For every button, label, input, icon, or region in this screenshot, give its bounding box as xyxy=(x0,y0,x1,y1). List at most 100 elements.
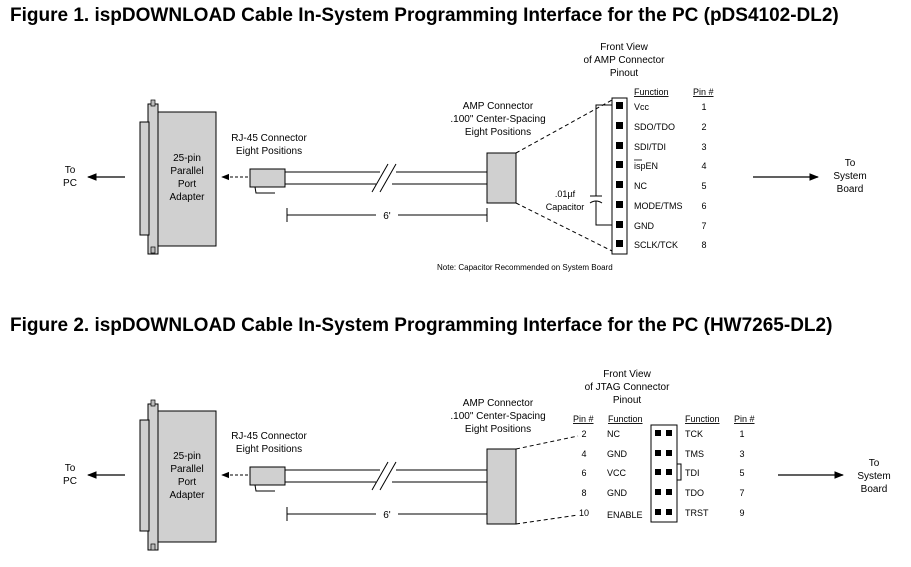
fig1-adapter-label-1: 25-pin xyxy=(173,153,201,164)
fig2-left-fn-4: GND xyxy=(607,488,628,498)
fig1-col-pin: Pin # xyxy=(693,87,714,97)
fig1-amp-connector xyxy=(486,152,517,204)
fig1-to-board-3: Board xyxy=(837,184,864,195)
fig1-pin-1: 1 xyxy=(701,102,706,112)
fig1-rj45-label-2: Eight Positions xyxy=(236,146,302,157)
fig2-cable-length: 6' xyxy=(383,510,391,521)
fig2-left-pin-4: 8 xyxy=(581,488,586,498)
fig1-adapter-label-2: Parallel xyxy=(170,166,203,177)
fig2-cable xyxy=(288,461,487,491)
fig1-pin-squares xyxy=(616,102,623,247)
fig2-col-function-left: Function xyxy=(608,414,643,424)
fig2-adapter-label-2: Parallel xyxy=(170,464,203,475)
fig2-to-pc-label-2: PC xyxy=(63,476,77,487)
fig2-amp-label-3: Eight Positions xyxy=(465,424,531,435)
fig2-right-fn-1: TCK xyxy=(685,429,703,439)
fig1-capacitor-symbol xyxy=(589,104,612,226)
fig2-to-board-3: Board xyxy=(861,484,888,495)
fig2-rj45-label-1: RJ-45 Connector xyxy=(231,431,307,442)
fig1-fn-2: SDO/TDO xyxy=(634,122,675,132)
fig2-right-pin-1: 1 xyxy=(739,429,744,439)
fig2-right-pin-4: 7 xyxy=(739,488,744,498)
fig1-cable-length: 6' xyxy=(383,211,391,222)
fig1-fn-8: SCLK/TCK xyxy=(634,240,678,250)
fig2-amp-connector xyxy=(486,448,517,525)
fig1-amp-label-1: AMP Connector xyxy=(463,101,534,112)
figure-1-title: Figure 1. ispDOWNLOAD Cable In-System Pr… xyxy=(10,5,839,26)
fig2-left-pin-1: 2 xyxy=(581,429,586,439)
fig2-col-function-right: Function xyxy=(685,414,720,424)
fig2-to-pc-label-1: To xyxy=(65,463,76,474)
fig2-col-pin-left: Pin # xyxy=(573,414,594,424)
fig2-front-view-3: Pinout xyxy=(613,395,642,406)
figure-1: To PC 25-pin Parallel Port Adapter RJ-45… xyxy=(63,42,867,272)
fig1-cable-length-dimension: 6' xyxy=(286,208,488,222)
fig2-right-fn-2: TMS xyxy=(685,449,704,459)
fig1-to-board-2: System xyxy=(833,171,866,182)
fig1-front-view-1: Front View xyxy=(600,42,648,53)
fig2-col-pin-right: Pin # xyxy=(734,414,755,424)
fig2-right-fn-5: TRST xyxy=(685,508,709,518)
fig2-adapter-label-4: Adapter xyxy=(169,490,205,501)
fig2-adapter-label-1: 25-pin xyxy=(173,451,201,462)
fig2-cable-length-dimension: 6' xyxy=(286,507,488,521)
fig1-pin-7: 7 xyxy=(701,221,706,231)
fig2-left-pin-3: 6 xyxy=(581,468,586,478)
fig1-amp-label-3: Eight Positions xyxy=(465,127,531,138)
fig2-adapter-label-3: Port xyxy=(178,477,197,488)
fig1-front-view-2: of AMP Connector xyxy=(584,55,666,66)
fig1-adapter-label-4: Adapter xyxy=(169,192,205,203)
fig1-pin-5: 5 xyxy=(701,181,706,191)
fig1-capacitor-label-1: .01µf xyxy=(555,189,576,199)
fig1-projection-bottom xyxy=(515,202,613,252)
fig1-pin-3: 3 xyxy=(701,142,706,152)
fig2-left-pin-2: 4 xyxy=(581,449,586,459)
fig1-fn-3: SDI/TDI xyxy=(634,142,666,152)
figure-2: To PC 25-pin Parallel Port Adapter RJ-45… xyxy=(63,369,891,551)
fig2-projection-bottom xyxy=(515,514,579,525)
fig1-to-pc-label-1: To xyxy=(65,165,76,176)
fig2-front-view-2: of JTAG Connector xyxy=(585,382,671,393)
fig1-pin-6: 6 xyxy=(701,201,706,211)
fig2-rj45-label-2: Eight Positions xyxy=(236,444,302,455)
figure-2-title: Figure 2. ispDOWNLOAD Cable In-System Pr… xyxy=(10,315,833,336)
fig1-pin-4: 4 xyxy=(701,161,706,171)
fig1-fn-7: GND xyxy=(634,221,655,231)
fig1-to-board-1: To xyxy=(845,158,856,169)
fig2-front-view-1: Front View xyxy=(603,369,651,380)
fig2-left-fn-3: VCC xyxy=(607,468,627,478)
fig1-cable xyxy=(288,163,487,193)
fig2-amp-label-1: AMP Connector xyxy=(463,398,534,409)
fig1-col-function: Function xyxy=(634,87,669,97)
fig2-jtag-header xyxy=(650,424,682,523)
fig2-parallel-port-adapter: 25-pin Parallel Port Adapter xyxy=(139,399,217,551)
fig2-to-board-1: To xyxy=(869,458,880,469)
fig1-front-view-3: Pinout xyxy=(610,68,639,79)
fig1-to-pc-label-2: PC xyxy=(63,178,77,189)
fig1-parallel-port-adapter: 25-pin Parallel Port Adapter xyxy=(139,99,217,255)
fig2-left-fn-5: ENABLE xyxy=(607,510,643,520)
fig2-right-fn-3: TDI xyxy=(685,468,700,478)
fig2-to-board-2: System xyxy=(857,471,890,482)
fig1-fn-6: MODE/TMS xyxy=(634,201,683,211)
fig2-right-pin-5: 9 xyxy=(739,508,744,518)
fig2-projection-top xyxy=(515,435,579,450)
fig1-rj45-plug xyxy=(249,168,288,194)
fig1-fn-4: ispEN xyxy=(634,161,658,171)
fig1-fn-1: Vcc xyxy=(634,102,650,112)
fig1-capacitor-label-2: Capacitor xyxy=(546,202,585,212)
fig2-right-pin-2: 3 xyxy=(739,449,744,459)
fig1-pinout-connector xyxy=(611,97,628,255)
fig1-pin-2: 2 xyxy=(701,122,706,132)
fig1-note: Note: Capacitor Recommended on System Bo… xyxy=(437,263,613,272)
fig1-rj45-label-1: RJ-45 Connector xyxy=(231,133,307,144)
fig2-right-fn-4: TDO xyxy=(685,488,704,498)
fig2-left-fn-2: GND xyxy=(607,449,628,459)
fig1-adapter-label-3: Port xyxy=(178,179,197,190)
fig1-amp-label-2: .100" Center-Spacing xyxy=(450,114,545,125)
fig2-left-pin-5: 10 xyxy=(579,508,589,518)
fig1-pin-8: 8 xyxy=(701,240,706,250)
fig2-right-pin-3: 5 xyxy=(739,468,744,478)
fig1-fn-5: NC xyxy=(634,181,647,191)
